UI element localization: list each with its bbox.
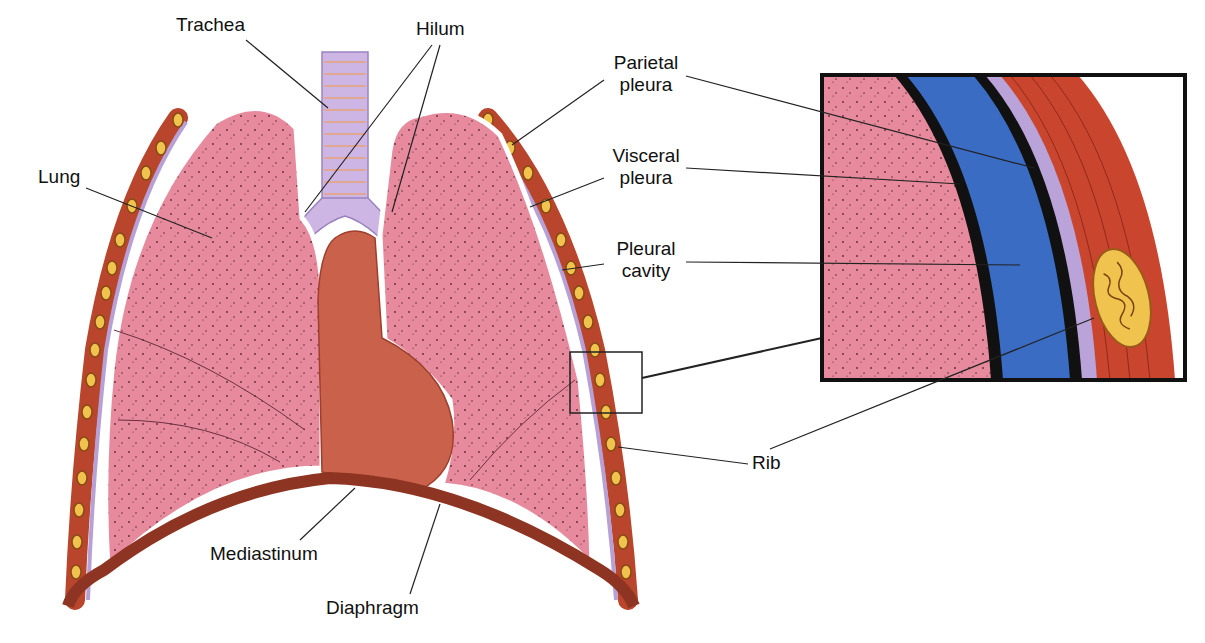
lung-fissure: [470, 380, 575, 480]
right-lung: [380, 111, 592, 566]
leader-lines: [86, 40, 1094, 594]
part-label: Parietal pleura: [596, 52, 696, 96]
zoom-box: [570, 352, 642, 413]
part-label: Pleural cavity: [596, 238, 696, 282]
part-label: Mediastinum: [210, 543, 318, 565]
lung-fissure: [118, 420, 280, 462]
part-label: Trachea: [176, 14, 245, 36]
lung-fissure: [114, 330, 305, 430]
part-label: Lung: [38, 166, 80, 188]
part-label: Diaphragm: [326, 597, 419, 619]
part-label: Hilum: [416, 18, 465, 40]
diaphragm-band: [68, 478, 634, 606]
heart-figure: [318, 231, 453, 490]
trachea-figure: [298, 52, 392, 236]
inset-frame: [822, 75, 1185, 380]
part-label: Rib: [752, 452, 781, 474]
zoom-line: [642, 338, 822, 378]
part-label: Visceral pleura: [596, 145, 696, 189]
left-lung: [106, 108, 322, 568]
inset-figure: [822, 75, 1185, 380]
